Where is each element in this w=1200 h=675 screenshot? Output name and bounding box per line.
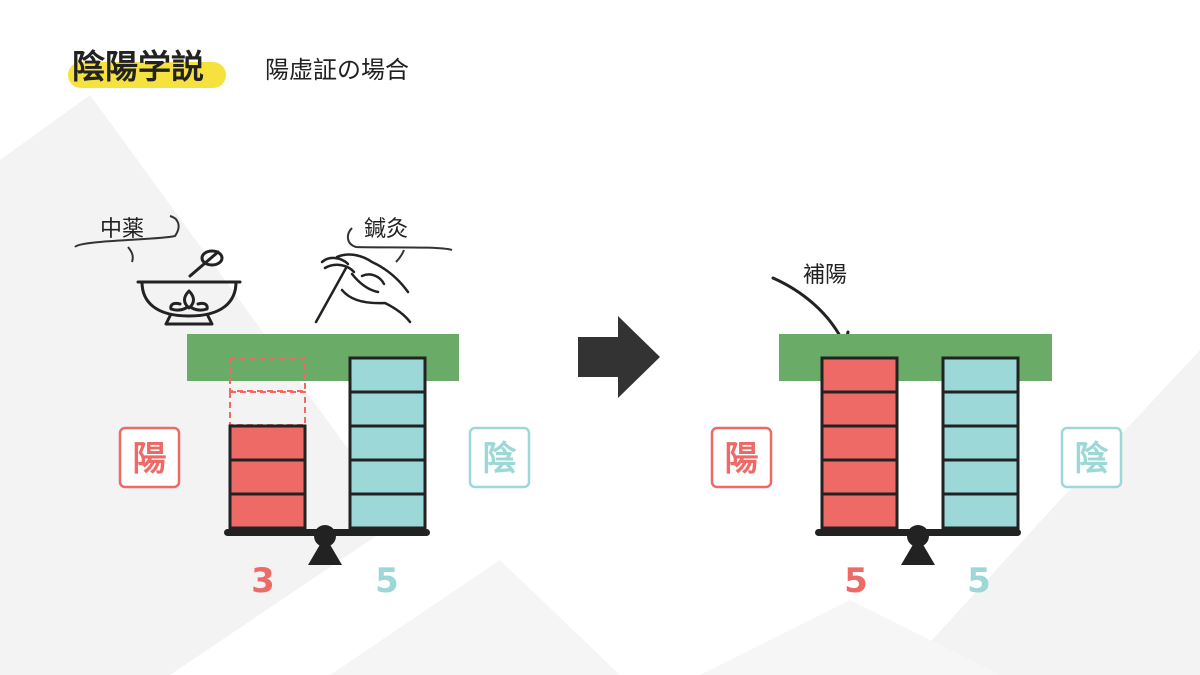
yin-value-before: 5 [375, 561, 399, 601]
yin-badge-after: 陰 [1060, 426, 1123, 489]
svg-text:陽: 陽 [133, 439, 167, 479]
seesaw-after [815, 525, 1021, 565]
after-panel: 補陽 陽 [710, 263, 1123, 601]
yang-badge-before: 陽 [118, 426, 181, 489]
svg-text:陰: 陰 [1075, 439, 1109, 479]
right-arrow-icon [578, 316, 660, 398]
yin-stack-after [941, 356, 1020, 530]
herb-speech-mark [74, 215, 180, 248]
page-title: 陰陽学説 [72, 47, 204, 86]
needle-hand-icon [314, 253, 412, 324]
yin-stack-before [348, 356, 427, 530]
header: 陰陽学説 陽虚証の場合 [68, 47, 409, 88]
yang-value-after: 5 [844, 561, 868, 601]
yang-stack-after [820, 356, 899, 530]
svg-text:陽: 陽 [725, 439, 759, 479]
before-panel: 中薬 鍼灸 [74, 215, 531, 601]
title-highlight [68, 62, 226, 88]
tonify-label: 補陽 [803, 263, 847, 288]
background-shapes [0, 95, 1200, 675]
yin-badge-before: 陰 [468, 426, 531, 489]
acu-speech-mark [346, 227, 453, 251]
herb-label: 中薬 [100, 217, 144, 242]
acu-label: 鍼灸 [364, 217, 408, 242]
page-subtitle: 陽虚証の場合 [265, 56, 409, 84]
mortar-pestle-icon [136, 249, 242, 326]
yang-value-before: 3 [251, 561, 275, 601]
yang-badge-after: 陽 [710, 426, 773, 489]
yang-stack-before [228, 424, 307, 530]
yin-value-after: 5 [967, 561, 991, 601]
seesaw-before [224, 525, 430, 565]
svg-text:陰: 陰 [483, 439, 517, 479]
